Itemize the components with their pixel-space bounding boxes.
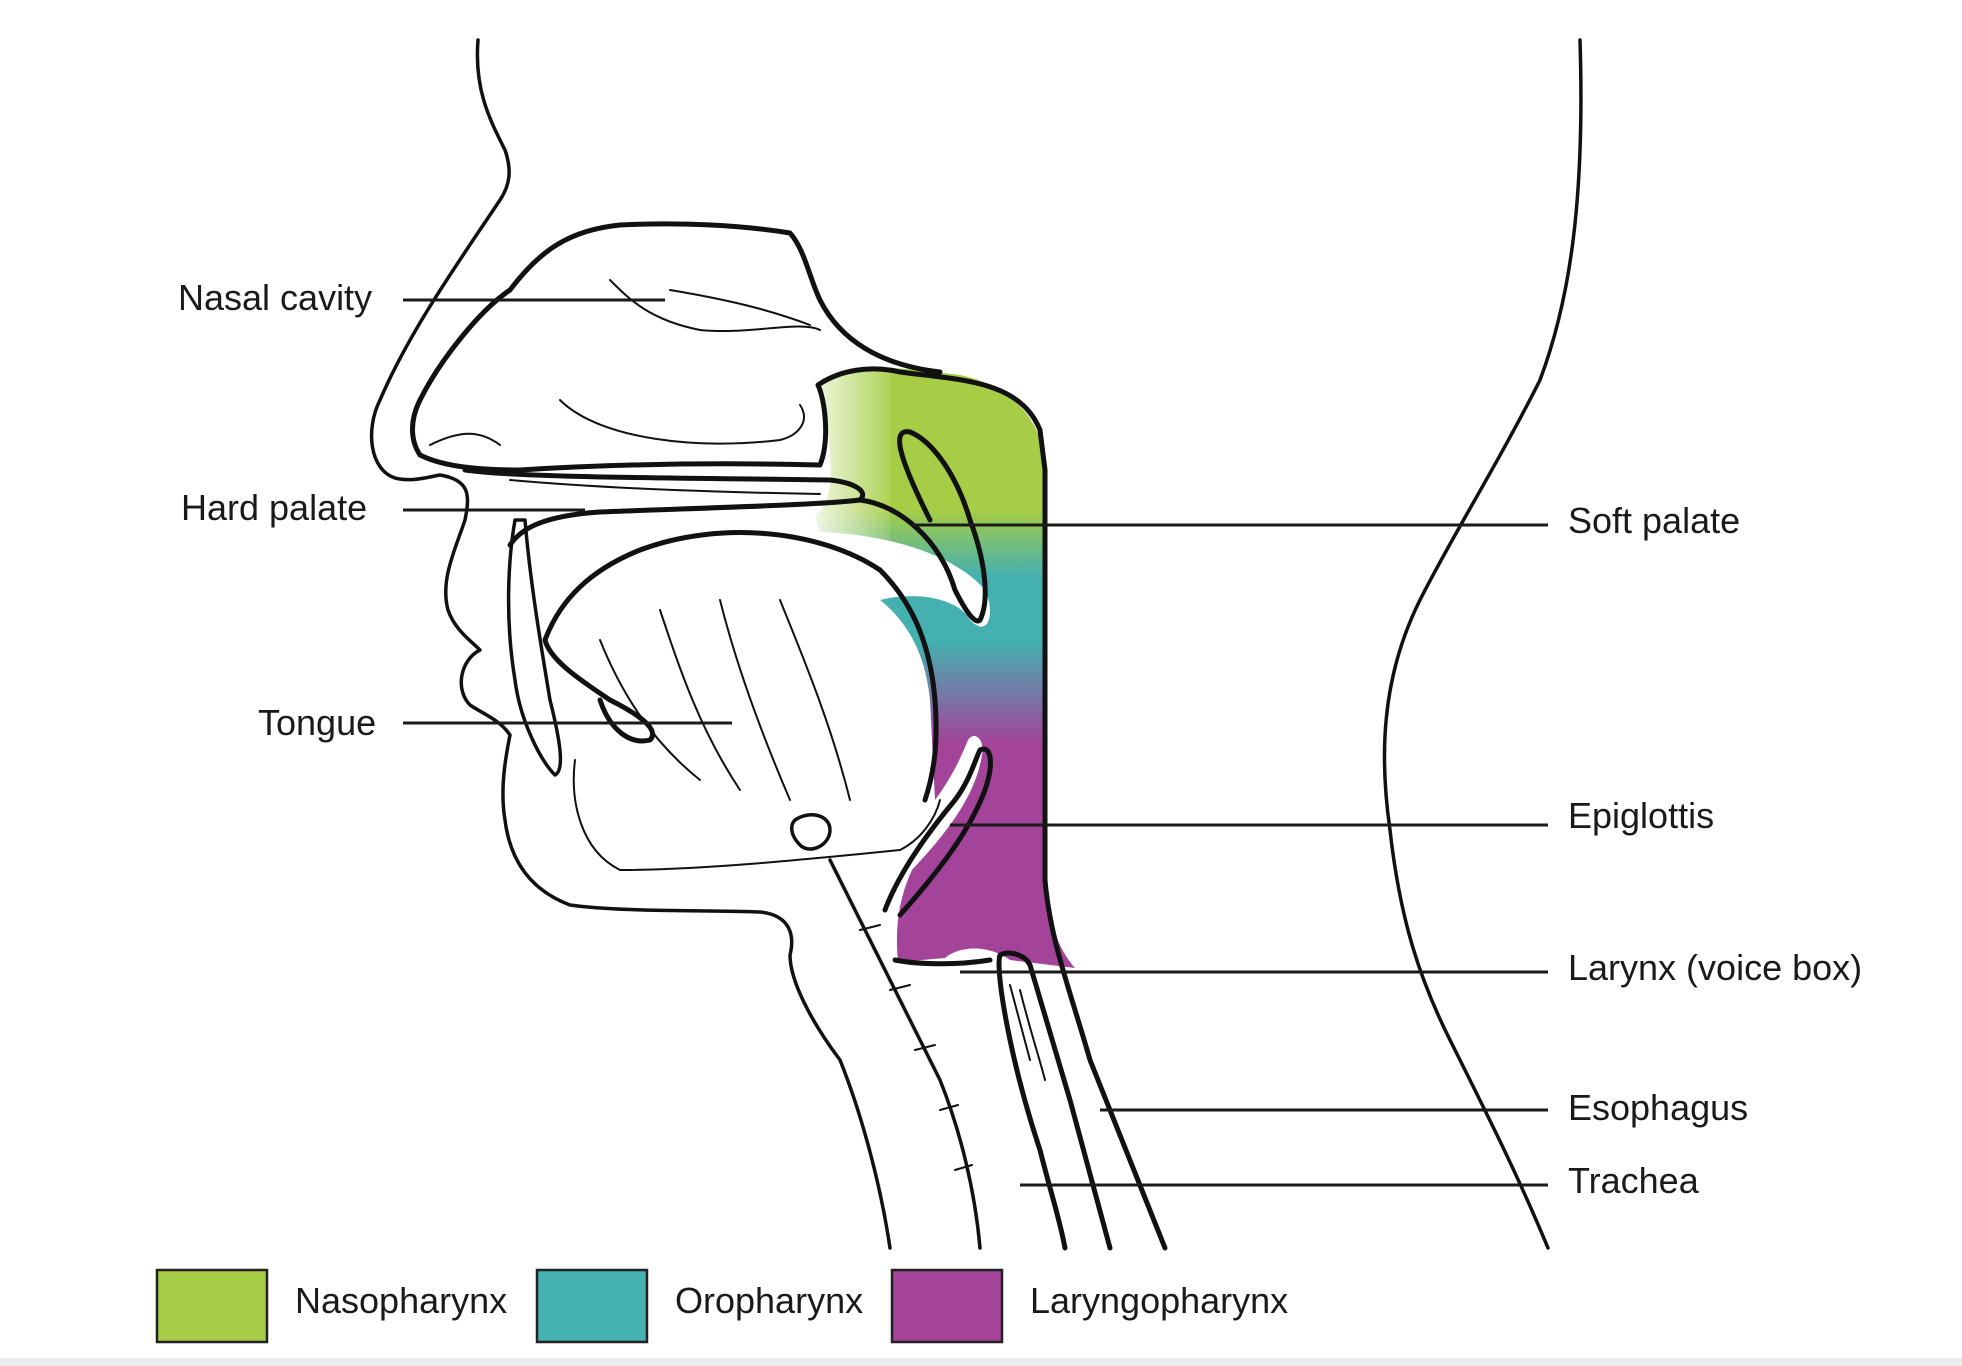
neck-back-outline [1382, 38, 1583, 1250]
legend-swatch-nasopharynx [155, 1268, 269, 1344]
turbinate-middle [559, 399, 805, 445]
turbinate-lower [429, 289, 811, 446]
bottom-border [0, 1358, 1962, 1366]
label-hard-palate-text: Hard palate [181, 487, 367, 528]
hyoid-bone [789, 813, 832, 851]
label-epiglottis: Epiglottis [950, 795, 1714, 836]
larynx-outline [892, 957, 993, 967]
label-soft-palate: Soft palate [912, 500, 1740, 541]
legend-label-laryngopharynx: Laryngopharynx [1030, 1280, 1288, 1321]
turbinate-upper [609, 279, 821, 333]
label-esophagus-text: Esophagus [1568, 1087, 1748, 1128]
pharynx-back-wall [1042, 467, 1168, 1251]
label-larynx: Larynx (voice box) [960, 947, 1862, 988]
color-fade [780, 350, 890, 550]
esophagus-inner [1009, 984, 1046, 1081]
label-tongue: Tongue [258, 702, 732, 743]
trachea-rings [859, 924, 973, 1171]
legend-label-oropharynx: Oropharynx [675, 1280, 863, 1321]
esophagus-tube [996, 950, 1113, 1251]
tongue-body-lines [599, 599, 851, 801]
label-trachea-text: Trachea [1568, 1160, 1700, 1201]
label-larynx-text: Larynx (voice box) [1568, 947, 1862, 988]
epiglottis-shape [882, 746, 993, 918]
legend-swatch-laryngopharynx [890, 1268, 1004, 1344]
mandible-outline [572, 759, 941, 871]
label-epiglottis-text: Epiglottis [1568, 795, 1714, 836]
label-esophagus: Esophagus [1100, 1087, 1748, 1128]
label-trachea: Trachea [1020, 1160, 1700, 1201]
upper-teeth [506, 518, 563, 777]
tongue-outline [542, 530, 939, 803]
legend-swatch-oropharynx [535, 1268, 649, 1344]
label-soft-palate-text: Soft palate [1568, 500, 1740, 541]
label-nasal-cavity: Nasal cavity [178, 277, 665, 318]
legend: Nasopharynx Oropharynx Laryngopharynx [155, 1268, 1288, 1344]
soft-palate-shape [857, 429, 988, 624]
label-hard-palate: Hard palate [181, 487, 585, 528]
trachea-front [828, 858, 982, 1250]
legend-label-nasopharynx: Nasopharynx [295, 1280, 507, 1321]
nasal-cavity-outline [410, 221, 1048, 473]
label-tongue-text: Tongue [258, 702, 376, 743]
face-profile-outline [369, 38, 892, 1250]
hard-palate-inner [509, 479, 821, 495]
label-nasal-cavity-text: Nasal cavity [178, 277, 372, 318]
